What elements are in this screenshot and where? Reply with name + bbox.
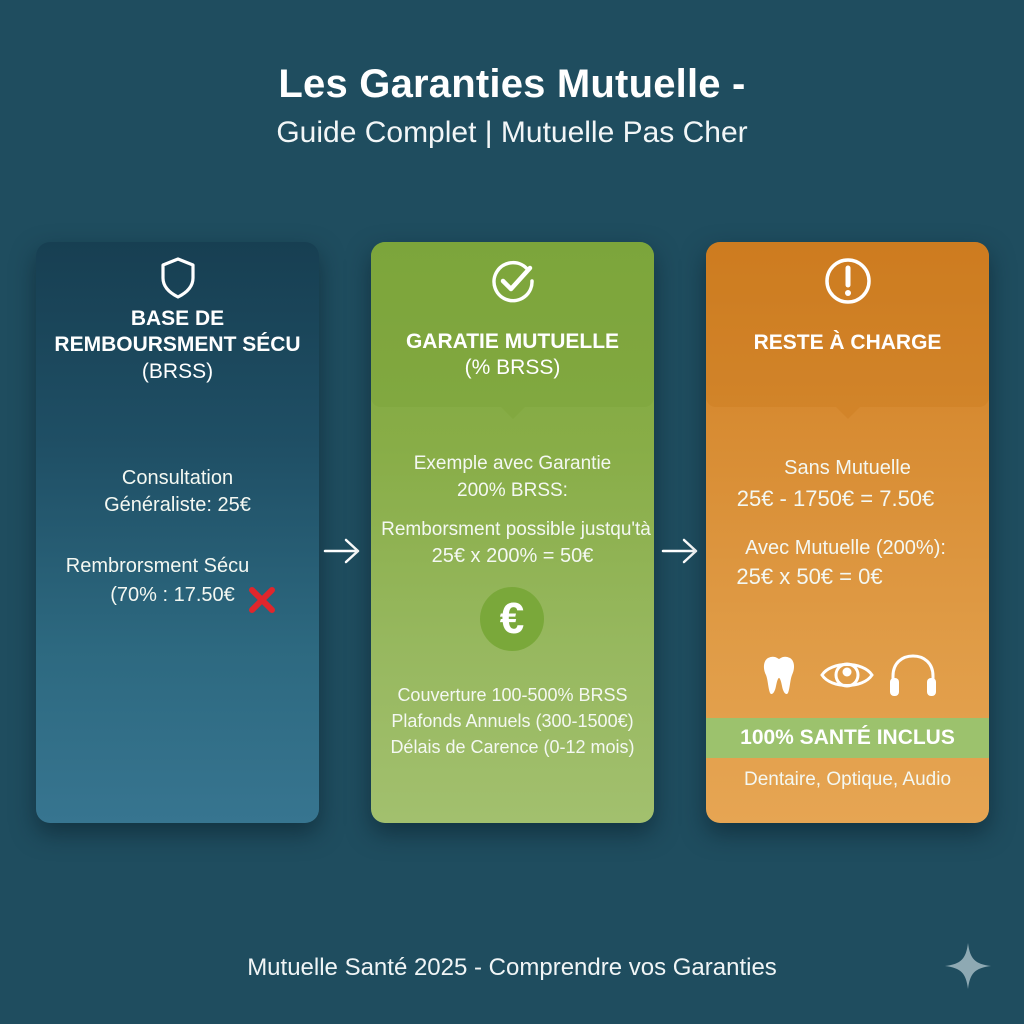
card-brss: BASE DE REMBOURSMENT SÉCU (BRSS) Consult… — [36, 242, 319, 823]
sante-inclus-badge: 100% SANTÉ INCLUS — [706, 718, 989, 758]
badge-caption: Dentaire, Optique, Audio — [743, 769, 952, 790]
feature-ceilings: Plafonds Annuels (300-1500€) — [391, 711, 634, 731]
arrow-right-icon — [660, 536, 700, 571]
example-guarantee: 200% BRSS: — [457, 480, 568, 501]
consultation-price: Généraliste: 25€ — [104, 494, 251, 516]
check-circle-icon — [488, 256, 538, 311]
footer-text: Mutuelle Santé 2025 - Comprendre vos Gar… — [247, 954, 777, 981]
card-title-line: (BRSS) — [141, 360, 214, 383]
exclamation-circle-icon — [823, 256, 873, 311]
secu-reimbursement-value: (70% : 17.50€ — [110, 584, 235, 606]
consultation-label: Consultation — [121, 467, 234, 489]
card-title-line: BASE DE — [130, 307, 225, 330]
header-pointer — [500, 407, 525, 419]
header-pointer — [835, 407, 860, 419]
feature-coverage: Couverture 100-500% BRSS — [397, 685, 628, 705]
secu-reimbursement-label: Rembrorsment Sécu — [65, 555, 250, 577]
x-mark-icon — [247, 585, 277, 620]
sparkle-icon — [943, 941, 993, 996]
arrow-right-icon — [322, 536, 362, 571]
without-mutuelle-calc: 25€ - 1750€ = 7.50€ — [736, 486, 935, 511]
without-mutuelle-label: Sans Mutuelle — [784, 457, 911, 479]
shield-icon — [158, 256, 198, 305]
page-subtitle: Guide Complet | Mutuelle Pas Cher — [276, 116, 748, 149]
card-garantie-mutuelle: GARATIE MUTUELLE (% BRSS) Exemple avec G… — [371, 242, 654, 823]
with-mutuelle-calc: 25€ x 50€ = 0€ — [736, 564, 883, 589]
card-header-band — [371, 242, 654, 407]
page-title: Les Garanties Mutuelle - — [278, 62, 746, 106]
tooth-icon — [762, 654, 796, 701]
eye-icon — [819, 657, 875, 698]
card-title-line: (% BRSS) — [464, 356, 561, 379]
reimbursement-possible: Remborsment possible justqu'tà — [381, 519, 651, 540]
headphones-icon — [887, 652, 939, 703]
card-reste-a-charge: RESTE À CHARGE Sans Mutuelle 25€ - 1750€… — [706, 242, 989, 823]
card-title-line: RESTE À CHARGE — [753, 331, 942, 354]
with-mutuelle-label: Avec Mutuelle (200%): — [745, 537, 946, 559]
example-label: Exemple avec Garantie — [413, 453, 612, 474]
feature-waiting-period: Délais de Carence (0-12 mois) — [390, 737, 635, 757]
card-title-line: GARATIE MUTUELLE — [405, 330, 620, 353]
card-title-line: REMBOURSMENT SÉCU — [54, 333, 301, 356]
reimbursement-calc: 25€ x 200% = 50€ — [431, 545, 594, 567]
euro-icon: € — [480, 587, 544, 651]
